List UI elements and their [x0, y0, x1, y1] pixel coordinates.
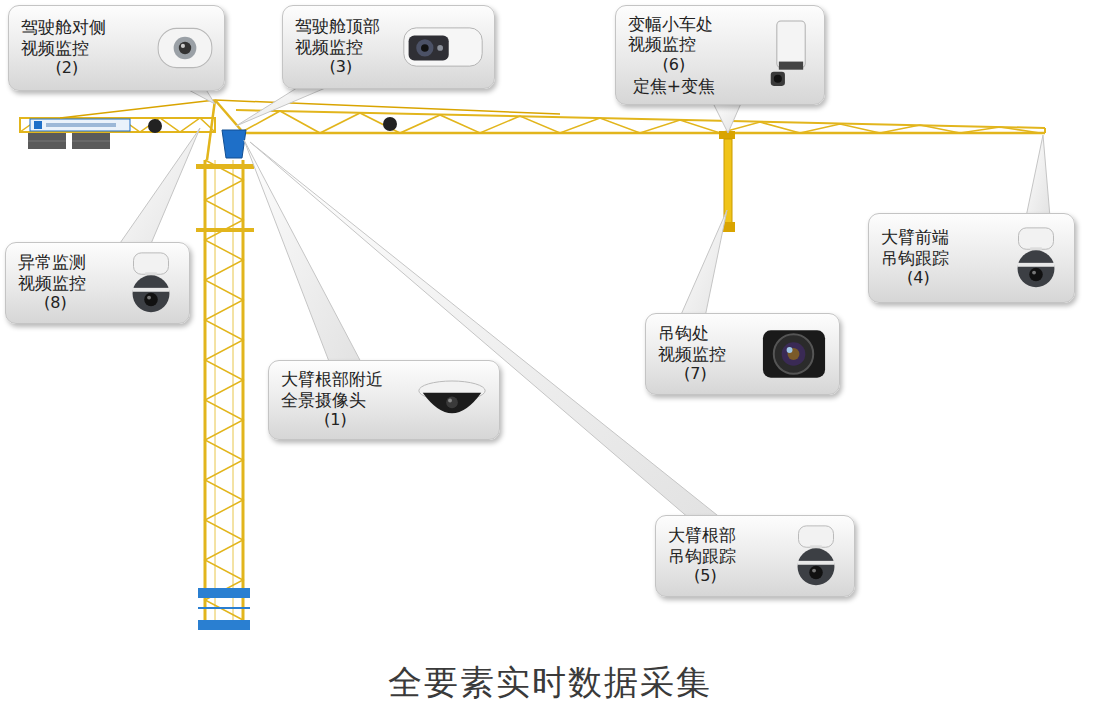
callout-text: 驾驶舱顶部 视频监控 — [295, 16, 387, 57]
callout-text: 大臂根部 吊钩跟踪 — [668, 525, 743, 566]
callout-number: (6) — [663, 55, 686, 76]
tower-head — [60, 100, 560, 160]
callout-text-column: 变幅小车处 视频监控(6)定焦+变焦 — [628, 14, 720, 97]
callout-text-column: 异常监测 视频监控(8) — [18, 252, 93, 314]
camera-icon — [413, 373, 491, 427]
callout-box: 大臂前端 吊钩跟踪(4) — [868, 213, 1075, 303]
callout-box: 大臂根部附近 全景摄像头(1) — [268, 360, 500, 440]
callout-number: (3) — [330, 57, 353, 78]
callout-text: 定焦+变焦 — [633, 76, 715, 97]
camera-icon — [764, 17, 816, 93]
callout-text: 大臂根部附近 全景摄像头 — [281, 369, 390, 410]
callout-text-column: 驾驶舱顶部 视频监控(3) — [295, 16, 387, 78]
callout-number: (8) — [44, 293, 67, 314]
callout-text: 驾驶舱对侧 视频监控 — [21, 17, 113, 58]
callout-text-column: 吊钩处 视频监控(7) — [658, 323, 733, 385]
callout-text: 变幅小车处 视频监控 — [628, 14, 720, 55]
callout-number: (2) — [56, 58, 79, 79]
callout-number: (5) — [694, 566, 717, 587]
callout-box: 变幅小车处 视频监控(6)定焦+变焦 — [615, 5, 825, 105]
callout-box: 吊钩处 视频监控(7) — [645, 313, 840, 395]
trolley-hook — [719, 131, 735, 232]
camera-icon — [400, 18, 486, 76]
callout-box: 驾驶舱对侧 视频监控(2) — [8, 5, 225, 91]
camera-icon — [786, 522, 846, 590]
callout-box: 异常监测 视频监控(8) — [5, 242, 190, 324]
camera-icon — [154, 22, 216, 74]
caption: 全要素实时数据采集 — [0, 660, 1100, 706]
callout-text-column: 驾驶舱对侧 视频监控(2) — [21, 17, 113, 79]
callout-text-column: 大臂根部 吊钩跟踪(5) — [668, 525, 743, 587]
callout-box: 驾驶舱顶部 视频监控(3) — [282, 5, 495, 89]
camera-icon — [1006, 224, 1066, 292]
callout-text: 大臂前端 吊钩跟踪 — [881, 227, 956, 268]
callout-number: (1) — [324, 410, 347, 431]
callout-number: (4) — [907, 268, 930, 289]
callout-text-column: 大臂根部附近 全景摄像头(1) — [281, 369, 390, 431]
camera-icon — [121, 249, 181, 317]
mast — [196, 160, 254, 630]
callout-box: 大臂根部 吊钩跟踪(5) — [655, 515, 855, 597]
callout-text: 异常监测 视频监控 — [18, 252, 93, 293]
operator-cab — [222, 130, 246, 158]
callout-text: 吊钩处 视频监控 — [658, 323, 733, 364]
jib — [236, 110, 1045, 133]
callout-number: (7) — [684, 364, 707, 385]
counter-jib — [20, 118, 215, 149]
callout-text-column: 大臂前端 吊钩跟踪(4) — [881, 227, 956, 289]
camera-icon — [757, 324, 831, 384]
